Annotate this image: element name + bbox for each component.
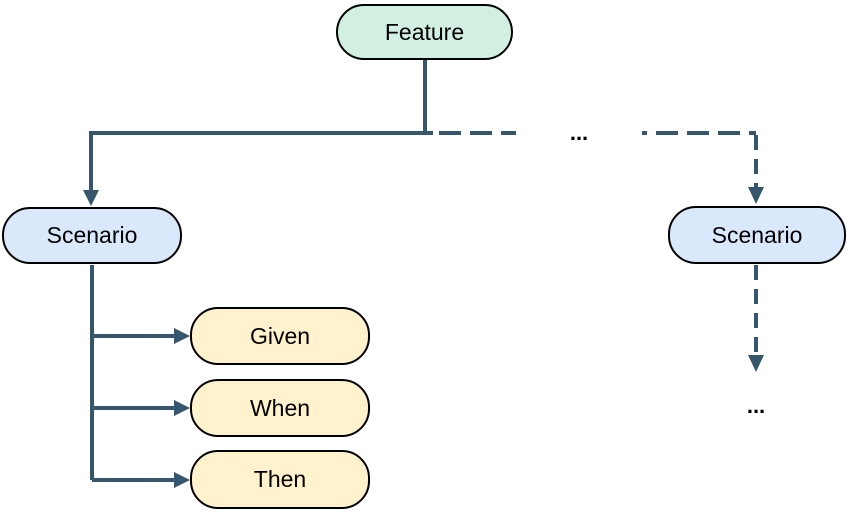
node-then-label: Then [253,466,307,492]
arrowhead-when [174,400,190,416]
node-given-label: Given [249,322,311,349]
node-scenario-left: Scenario [2,207,182,264]
node-scenario-right: Scenario [668,206,846,264]
node-feature-label: Feature [384,18,465,45]
node-when: When [190,379,370,437]
node-feature: Feature [336,4,513,60]
edge-feature-to-scenario-left [89,59,433,191]
node-then: Then [190,450,370,509]
arrowhead-ellipsis-bottom [748,355,764,372]
node-scenario-left-label: Scenario [46,222,138,248]
edge-scenario-left-tree [90,265,176,482]
arrowhead-given [174,328,190,344]
arrowhead-scenario-left [83,190,99,206]
node-scenario-right-label: Scenario [711,221,803,248]
node-when-label: When [249,394,311,421]
ellipsis-bottom-label: ... [746,393,766,418]
node-given: Given [190,307,370,365]
ellipsis-mid-label: ... [516,120,642,146]
arrowhead-scenario-right [748,187,764,204]
arrowhead-then [174,472,190,488]
